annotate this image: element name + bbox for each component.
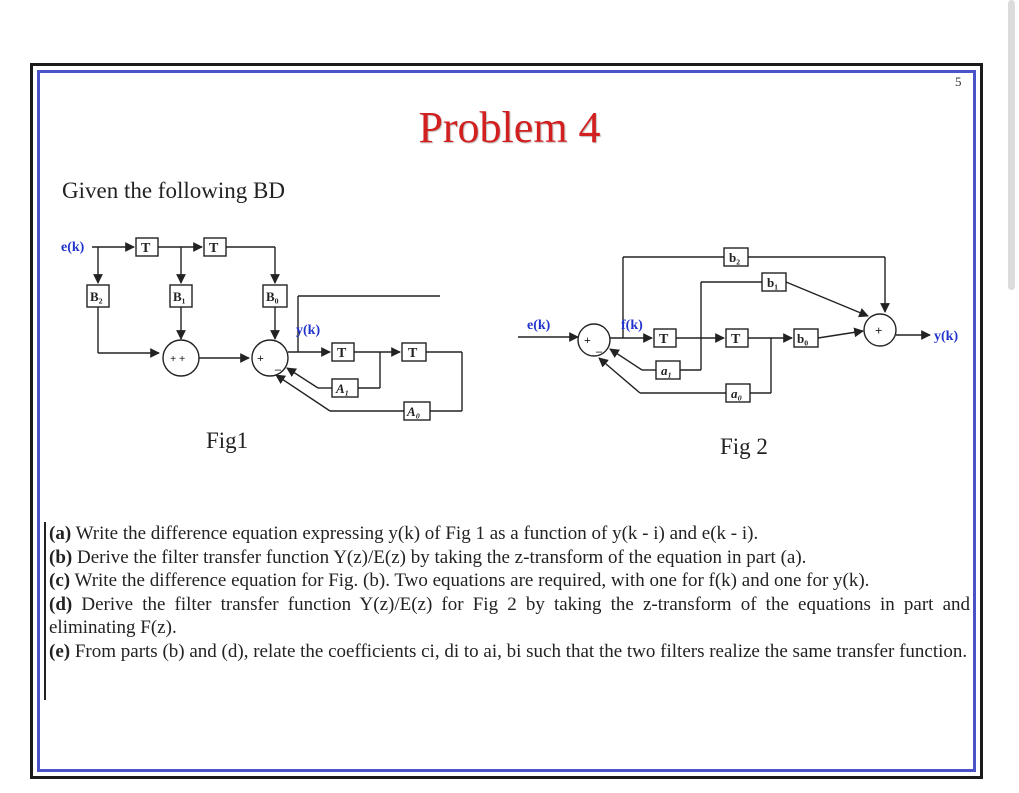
fig2-minus-sign: _ — [595, 340, 603, 354]
fig1-minus-sign: _ — [274, 358, 282, 372]
slide-inner-border — [37, 70, 976, 772]
fig1-output-label: y(k) — [296, 323, 320, 338]
questions-box: (a) Write the difference equation expres… — [44, 522, 970, 700]
fig2-delay-label-1: T — [659, 332, 669, 347]
fig1-summer-2-sign: + — [257, 351, 264, 365]
fig1-delay-label-4: T — [408, 346, 418, 361]
question-d: (d) Derive the filter transfer function … — [49, 593, 970, 639]
page-number: 5 — [955, 74, 962, 89]
fig1-summer-1-signs: + + — [170, 353, 185, 365]
fig2-summer-2 — [863, 313, 897, 347]
fig1-delay-label-3: T — [337, 346, 347, 361]
fig2-output-label: y(k) — [934, 329, 958, 344]
scrollbar[interactable] — [1008, 0, 1015, 290]
fig1-b0-label: B₀ — [266, 289, 279, 304]
fig1-delay-label-2: T — [209, 241, 219, 256]
fig2-a1-label: a₁ — [661, 363, 672, 378]
fig2-summer-1 — [577, 323, 611, 357]
fig1-caption: Fig1 — [206, 428, 249, 453]
fig2-diagram — [518, 247, 931, 403]
fig2-b0-label: b₀ — [797, 331, 808, 346]
fig1-b1-label: B₁ — [173, 289, 186, 304]
fig1-a1-label: A₁ — [335, 381, 349, 396]
fig1-b2-label: B₂ — [90, 289, 103, 304]
fig1-delay-label-1: T — [141, 241, 151, 256]
question-c: (c) Write the difference equation for Fi… — [49, 570, 870, 591]
fig1-a0-label: A₀ — [406, 404, 420, 419]
question-b: (b) Derive the filter transfer function … — [49, 546, 807, 568]
question-e: (e) From parts (b) and (d), relate the c… — [49, 640, 968, 662]
intro-text: Given the following BD — [62, 178, 285, 203]
fig2-caption: Fig 2 — [720, 434, 768, 459]
fig2-internal-label: f(k) — [621, 318, 643, 333]
fig1-diagram — [86, 237, 463, 421]
fig2-summer-2-sign: + — [875, 323, 882, 338]
fig2-labels: e(k) + _ f(k) T T b₂ b₁ b₀ + y(k) a₁ a₀ — [527, 250, 958, 401]
fig2-summer-1-sign: + — [584, 333, 591, 347]
fig2-b2-label: b₂ — [729, 250, 740, 265]
fig2-a0-label: a₀ — [731, 386, 742, 401]
fig2-input-label: e(k) — [527, 318, 551, 333]
slide-frame — [30, 63, 983, 779]
fig1-input-label: e(k) — [61, 240, 85, 255]
fig2-b1-label: b₁ — [767, 275, 778, 290]
page-title: Problem 4 — [418, 103, 601, 152]
question-a: (a) Write the difference equation expres… — [49, 523, 759, 544]
fig2-delay-label-2: T — [731, 332, 741, 347]
fig1-labels: e(k) T T B₂ B₁ B₀ + + + _ y(k) T T A₁ A₀ — [61, 240, 420, 419]
fig1-summer-2 — [251, 339, 289, 377]
